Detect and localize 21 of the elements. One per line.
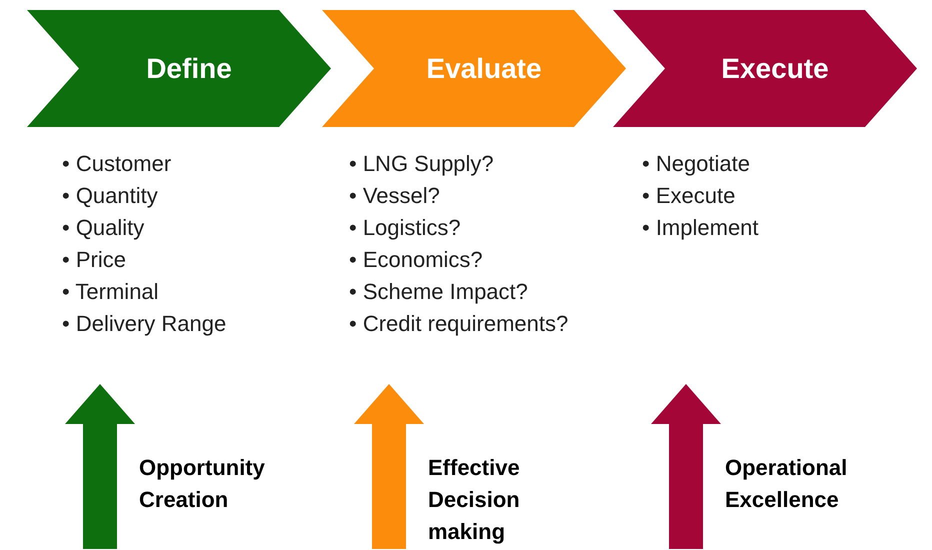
stage-title: Evaluate (426, 52, 542, 86)
arrow-caption: Effective Decision making (428, 454, 521, 546)
arrow-caption: Operational Excellence (725, 454, 848, 514)
bullet-item: • Implement (642, 215, 759, 240)
bullet-item: • Logistics? (349, 215, 461, 240)
bullet-item: • Customer (62, 151, 172, 176)
bullet-item: • Credit requirements? (349, 311, 568, 336)
bullet-item: • Quantity (62, 183, 158, 208)
bullet-item: • Negotiate (642, 151, 750, 176)
bullet-item: • Economics? (349, 247, 483, 272)
bullet-item: • Terminal (62, 279, 159, 304)
bullet-item: • Execute (642, 183, 736, 208)
bullet-item: • Quality (62, 215, 144, 240)
bullet-item: • Scheme Impact? (349, 279, 528, 304)
stage-title: Define (146, 52, 232, 86)
arrow-caption: Opportunity Creation (139, 454, 266, 514)
bullet-item: • LNG Supply? (349, 151, 494, 176)
bullet-item: • Delivery Range (62, 311, 226, 336)
stage-title: Execute (721, 52, 829, 86)
bullet-item: • Vessel? (349, 183, 440, 208)
bullet-item: • Price (62, 247, 126, 272)
